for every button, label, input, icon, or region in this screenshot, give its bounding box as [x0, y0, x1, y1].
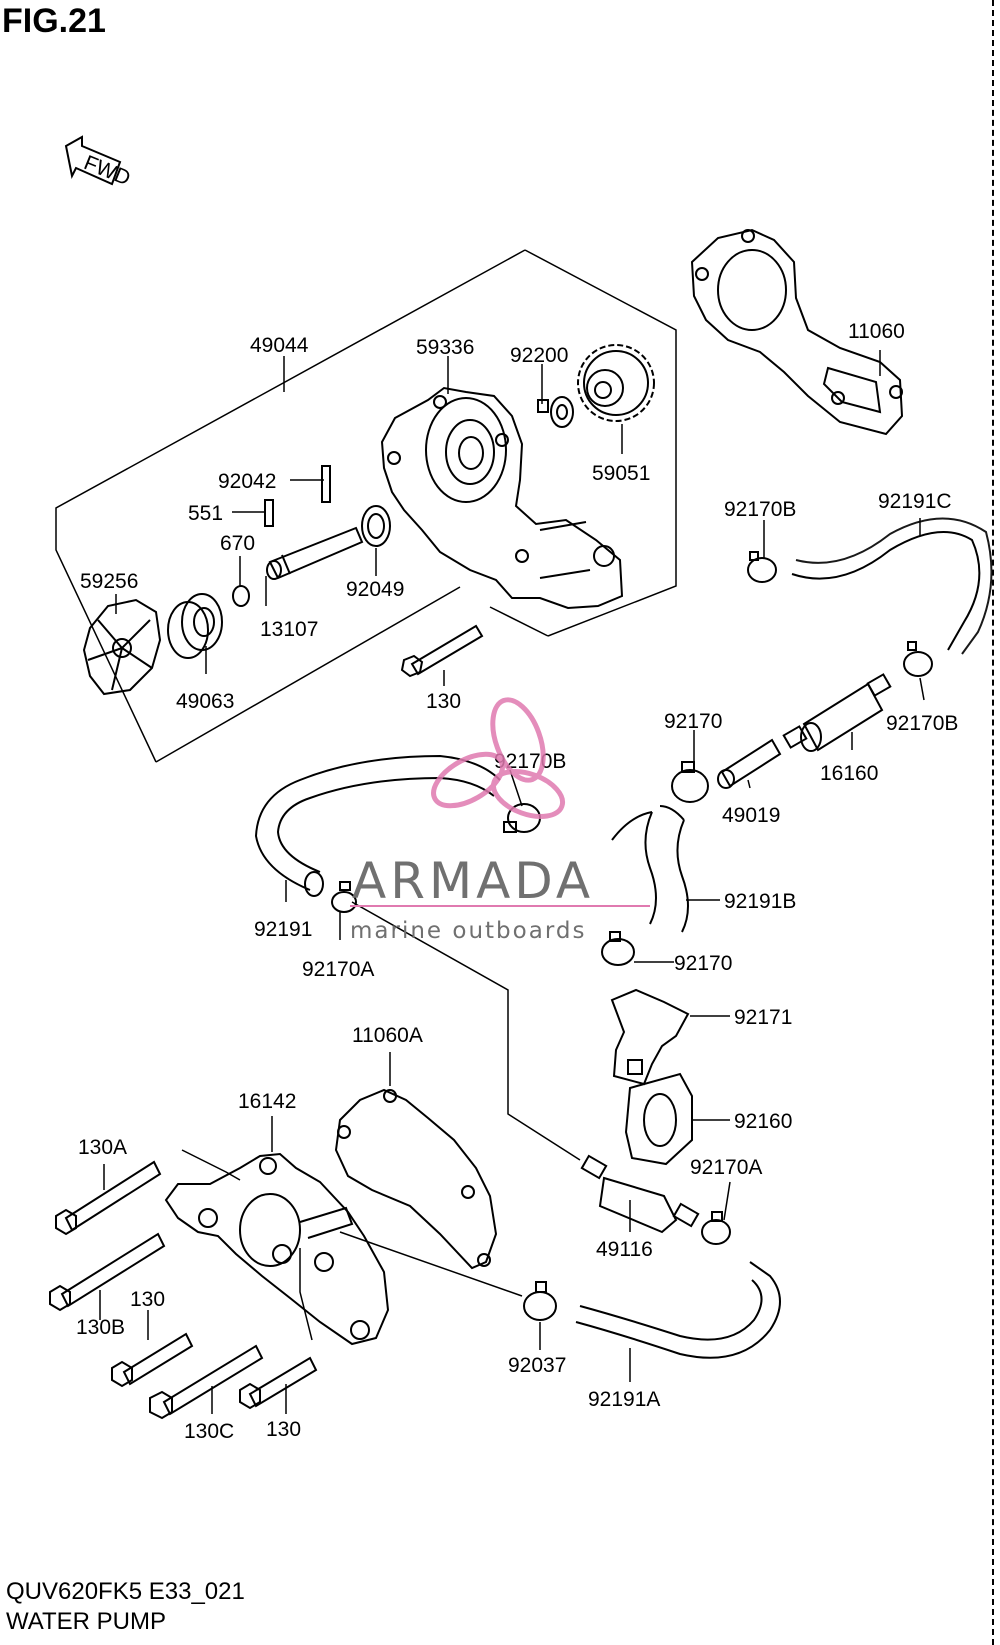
part-label: 92191A: [588, 1388, 660, 1411]
part-label: 92191B: [724, 890, 796, 913]
filter-16160: [782, 673, 892, 752]
model-code: QUV620FK5 E33_021: [6, 1578, 245, 1605]
part-label: 49019: [722, 804, 780, 827]
clamp-92170b-right: [903, 641, 933, 677]
part-label: 16142: [238, 1090, 296, 1113]
part-label: 92049: [346, 578, 404, 601]
part-label: 92170A: [302, 958, 374, 981]
hose-92191c: [791, 517, 993, 655]
part-label: 130A: [78, 1136, 127, 1159]
fitting-49116: [580, 1154, 700, 1234]
part-label: 11060: [848, 320, 905, 343]
part-label: 92171: [734, 1006, 792, 1029]
part-label: 49063: [176, 690, 234, 713]
clamp-92170a-left: [331, 881, 357, 913]
part-label: 92160: [734, 1110, 792, 1133]
part-label: 130C: [184, 1420, 234, 1443]
bolt-130-left: [111, 1332, 194, 1388]
o-ring-670: [232, 585, 250, 607]
part-label: 130: [130, 1288, 165, 1311]
hose-92191a: [575, 1261, 781, 1359]
part-label: 130: [266, 1418, 301, 1441]
part-label: 92170: [674, 952, 732, 975]
part-label: 92170A: [690, 1156, 762, 1179]
part-label: 59051: [592, 462, 650, 485]
page-border: [992, 0, 995, 1645]
impeller-59256: [82, 598, 162, 696]
bolt-130a: [55, 1160, 162, 1236]
part-label: 670: [220, 532, 255, 555]
part-label: 92170B: [886, 712, 958, 735]
section-name: WATER PUMP: [6, 1608, 166, 1635]
pump-housing: [380, 386, 624, 610]
bolt-130b: [49, 1232, 166, 1312]
bearing-49063: [167, 593, 223, 659]
part-label: 92170B: [724, 498, 796, 521]
hose-92191: [254, 754, 501, 897]
bolt-130c: [149, 1344, 264, 1420]
bolt-130-upper: [400, 624, 484, 678]
clamp-92170a-lower: [701, 1211, 731, 1245]
part-label: 551: [188, 502, 223, 525]
part-label: 13107: [260, 618, 318, 641]
part-label: 11060A: [352, 1024, 423, 1047]
gear-59051: [577, 344, 655, 422]
armada-logo-icon: [431, 697, 566, 819]
part-label: 92042: [218, 470, 276, 493]
part-label: 92170B: [494, 750, 566, 773]
part-label: 92191: [254, 918, 312, 941]
part-label: 49116: [596, 1238, 653, 1261]
gasket-11060a: [334, 1088, 498, 1270]
part-label: 16160: [820, 762, 878, 785]
part-label: 92037: [508, 1354, 566, 1377]
washer-92200: [537, 396, 574, 428]
assembly-box-49044: [55, 249, 677, 763]
damper-92160: [624, 1072, 693, 1166]
fwd-arrow-icon: FWD: [64, 135, 134, 190]
part-labels: 49044 59336 92200 11060 92042 551 670 59…: [76, 320, 958, 1443]
part-label: 130: [426, 690, 461, 713]
clamp-92037: [523, 1281, 557, 1321]
clamp-92170-lower: [601, 931, 635, 966]
cover-16142: [164, 1152, 390, 1346]
shaft-13107: [266, 526, 364, 580]
bolt-130-right: [239, 1356, 318, 1410]
bracket-92171: [610, 988, 690, 1086]
part-label: 59336: [416, 336, 474, 359]
part-label: 49044: [250, 334, 309, 357]
part-label: 59256: [80, 570, 138, 593]
clamp-92170-upper: [671, 761, 709, 803]
fitting-49019: [717, 738, 782, 789]
part-label: 92191C: [878, 490, 952, 513]
gasket-11060: [690, 228, 904, 436]
watermark-tagline: marine outboards: [350, 918, 586, 944]
seal-92049: [361, 505, 391, 547]
pin-551: [264, 499, 274, 527]
armada-watermark: ARMADA marine outboards: [350, 697, 650, 944]
clamp-92170b-top: [747, 551, 777, 583]
figure-title: FIG.21: [2, 2, 106, 40]
hose-92191b: [611, 805, 689, 933]
part-label: 92200: [510, 344, 568, 367]
part-label: 130B: [76, 1316, 125, 1339]
watermark-brand: ARMADA: [352, 852, 594, 910]
pin-92042: [321, 465, 331, 503]
part-label: 92170: [664, 710, 722, 733]
leader-lines: [99, 350, 925, 1414]
